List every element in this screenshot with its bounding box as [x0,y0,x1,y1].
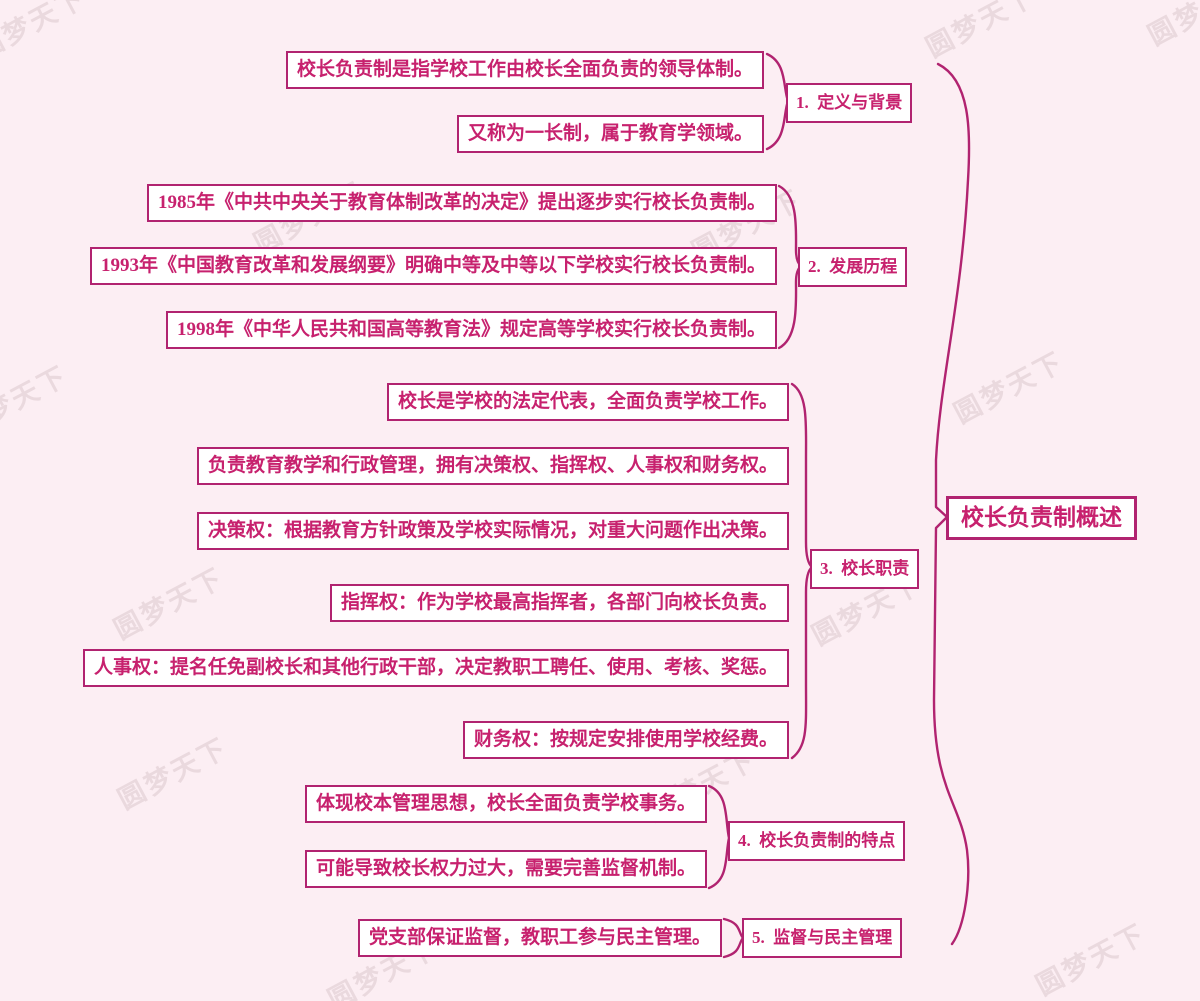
branch-4-label[interactable]: 4. 校长负责制的特点 [728,821,906,861]
branch-5-child-1[interactable]: 党支部保证监督，教职工参与民主管理。 [357,919,722,957]
branch-2-child-3[interactable]: 1998年《中华人民共和国高等教育法》规定高等学校实行校长负责制。 [165,311,777,349]
branch-1-label[interactable]: 1. 定义与背景 [786,83,913,123]
branch-4-child-1[interactable]: 体现校本管理思想，校长全面负责学校事务。 [304,785,707,823]
branch-1-brace [765,52,790,151]
branch-3-child-4[interactable]: 指挥权：作为学校最高指挥者，各部门向校长负责。 [329,584,789,622]
branch-5-brace [722,917,745,959]
branch-5-label[interactable]: 5. 监督与民主管理 [742,918,903,958]
branch-3-child-2[interactable]: 负责教育教学和行政管理，拥有决策权、指挥权、人事权和财务权。 [196,447,789,485]
root-node[interactable]: 校长负责制概述 [946,496,1137,540]
branch-1-child-1[interactable]: 校长负责制是指学校工作由校长全面负责的领导体制。 [285,51,764,89]
branch-2-label[interactable]: 2. 发展历程 [798,247,908,287]
branch-2-child-1[interactable]: 1985年《中共中央关于教育体制改革的决定》提出逐步实行校长负责制。 [146,184,777,222]
branch-1-child-2[interactable]: 又称为一长制，属于教育学领域。 [456,115,764,153]
branch-3-label[interactable]: 3. 校长职责 [810,549,920,589]
branch-4-brace [707,784,731,890]
branch-3-brace [790,382,814,760]
branch-3-child-5[interactable]: 人事权：提名任免副校长和其他行政干部，决定教职工聘任、使用、考核、奖惩。 [82,649,789,687]
root-brace [932,62,971,946]
branch-2-child-2[interactable]: 1993年《中国教育改革和发展纲要》明确中等及中等以下学校实行校长负责制。 [89,247,777,285]
branch-3-child-1[interactable]: 校长是学校的法定代表，全面负责学校工作。 [386,383,789,421]
branch-3-child-6[interactable]: 财务权：按规定安排使用学校经费。 [462,721,789,759]
branch-4-child-2[interactable]: 可能导致校长权力过大，需要完善监督机制。 [304,850,707,888]
branch-3-child-3[interactable]: 决策权：根据教育方针政策及学校实际情况，对重大问题作出决策。 [196,512,789,550]
